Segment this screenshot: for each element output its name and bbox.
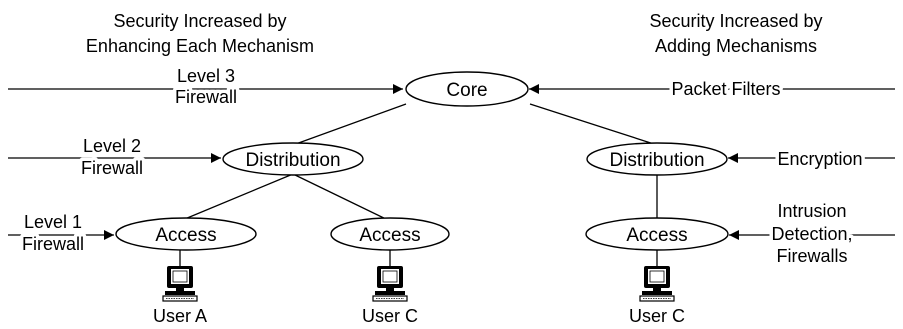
- node-access-right: Access: [585, 217, 729, 251]
- left-heading-line-1: Security Increased by: [113, 11, 286, 31]
- right-heading-line-2: Adding Mechanisms: [655, 36, 817, 56]
- node-access-left: Access: [115, 217, 257, 251]
- link-access-left-to-distribution: [179, 173, 294, 222]
- node-access-left-label: Access: [155, 225, 216, 246]
- right-heading-line-1: Security Increased by: [649, 11, 822, 31]
- label-packet-filters: Packet Filters: [671, 79, 780, 99]
- label-level1-line-1: Level 1: [24, 212, 82, 232]
- user-c-right-label: User C: [629, 306, 685, 326]
- node-access-middle-label: Access: [359, 225, 420, 246]
- computer-icon: [639, 265, 675, 302]
- user-a-label: User A: [153, 306, 207, 326]
- computer-icon: [162, 265, 198, 302]
- computer-icon: [372, 265, 408, 302]
- node-distribution-left: Distribution: [222, 142, 364, 176]
- node-core: Core: [405, 71, 529, 107]
- link-access-middle-to-distribution: [292, 173, 391, 222]
- node-access-middle: Access: [330, 217, 450, 251]
- label-encryption: Encryption: [777, 149, 862, 169]
- label-level2-line-2: Firewall: [81, 158, 143, 178]
- link-distribution-left-to-core: [292, 103, 407, 146]
- label-level3-line-1: Level 3: [177, 66, 235, 86]
- label-level3-line-2: Firewall: [175, 87, 237, 107]
- label-level1-line-2: Firewall: [22, 234, 84, 254]
- node-distribution-right: Distribution: [586, 142, 728, 176]
- node-access-right-label: Access: [626, 225, 687, 246]
- left-heading-line-2: Enhancing Each Mechanism: [86, 36, 314, 56]
- node-distribution-right-label: Distribution: [609, 150, 704, 171]
- label-intrusion-line-3: Firewalls: [776, 246, 847, 266]
- label-level2-line-1: Level 2: [83, 136, 141, 156]
- node-distribution-left-label: Distribution: [245, 150, 340, 171]
- label-intrusion-line-1: Intrusion: [777, 201, 846, 221]
- link-distribution-right-to-core: [529, 103, 658, 146]
- user-c-middle-label: User C: [362, 306, 418, 326]
- label-intrusion-line-2: Detection,: [771, 224, 852, 244]
- node-core-label: Core: [446, 80, 487, 101]
